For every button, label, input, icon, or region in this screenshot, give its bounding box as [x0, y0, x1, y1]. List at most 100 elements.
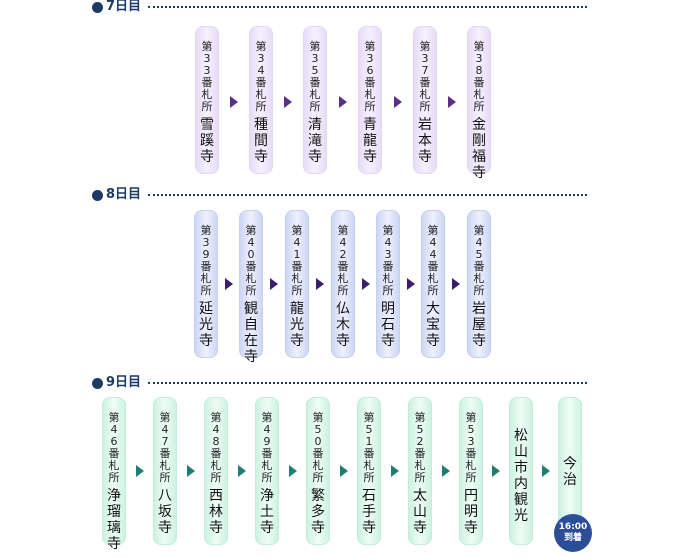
day-label: 8日目 [106, 187, 142, 202]
stop-name: 金剛福寺 [472, 117, 486, 181]
stop-name: 種間寺 [254, 117, 268, 165]
stop-number: 第35番札所 [309, 40, 321, 113]
stop-number: 第34番札所 [255, 40, 267, 113]
dotted-divider [148, 382, 587, 384]
arrow-right-icon [230, 96, 238, 108]
temple-stop: 第50番札所繁多寺 [306, 397, 330, 545]
stop-name: 龍光寺 [290, 301, 304, 349]
stop-number: 第47番札所 [159, 411, 171, 484]
arrival-label: 到着 [563, 533, 582, 543]
stop-number: 第41番札所 [291, 224, 303, 297]
temple-stop: 第33番札所雪蹊寺 [195, 26, 219, 174]
stop-number: 第44番札所 [427, 224, 439, 297]
bullet-icon [92, 2, 103, 13]
arrow-right-icon [492, 465, 500, 477]
bullet-icon [92, 190, 103, 201]
temple-stop: 第47番札所八坂寺 [153, 397, 177, 545]
arrow-right-icon [407, 278, 415, 290]
day-label: 9日目 [106, 375, 142, 390]
dotted-divider [148, 194, 587, 196]
stop-number: 第38番札所 [473, 40, 485, 113]
stop-number: 第50番札所 [312, 411, 324, 484]
stop-name: 明石寺 [381, 301, 395, 349]
temple-stop: 第36番札所青龍寺 [358, 26, 382, 174]
day-header: 7日目 [92, 0, 587, 14]
stop-name: 浄瑠璃寺 [107, 488, 121, 552]
temple-stop: 第43番札所明石寺 [376, 210, 400, 358]
stop-name: 西林寺 [209, 488, 223, 536]
temple-stop: 第34番札所種間寺 [249, 26, 273, 174]
stop-name: 石手寺 [362, 488, 376, 536]
stop-name: 浄土寺 [260, 488, 274, 536]
stop-number: 第53番札所 [465, 411, 477, 484]
temple-stop: 第51番札所石手寺 [357, 397, 381, 545]
temple-stop: 第38番札所金剛福寺 [467, 26, 491, 181]
stop-number: 第52番札所 [414, 411, 426, 484]
arrow-right-icon [442, 465, 450, 477]
stop-name: 松山市内観光 [514, 428, 528, 524]
dotted-divider [148, 6, 587, 8]
temple-stop: 第42番札所仏木寺 [331, 210, 355, 358]
stop-name: 大宝寺 [426, 301, 440, 349]
arrow-right-icon [270, 278, 278, 290]
stop-name: 清滝寺 [308, 117, 322, 165]
arrow-right-icon [289, 465, 297, 477]
temple-stop: 第41番札所龍光寺 [285, 210, 309, 358]
arrow-right-icon [340, 465, 348, 477]
arrow-right-icon [316, 278, 324, 290]
arrow-right-icon [187, 465, 195, 477]
temple-stop: 第46番札所浄瑠璃寺 [102, 397, 126, 552]
arrow-right-icon [225, 278, 233, 290]
temple-stop: 第35番札所清滝寺 [303, 26, 327, 174]
stop-number: 第40番札所 [245, 224, 257, 297]
stop-name: 観自在寺 [244, 301, 258, 365]
arrival-time: 16:00 [558, 522, 588, 532]
arrow-right-icon [391, 465, 399, 477]
stop-name: 太山寺 [413, 488, 427, 536]
temple-stop: 松山市内観光 [509, 397, 533, 545]
temple-stop: 第37番札所岩本寺 [413, 26, 437, 174]
stop-number: 第45番札所 [473, 224, 485, 297]
stop-number: 第42番札所 [337, 224, 349, 297]
temple-stop: 第40番札所観自在寺 [239, 210, 263, 365]
bullet-icon [92, 378, 103, 389]
arrow-right-icon [136, 465, 144, 477]
temple-stop: 第44番札所大宝寺 [421, 210, 445, 358]
stop-name: 青龍寺 [363, 117, 377, 165]
temple-stop: 第53番札所円明寺 [459, 397, 483, 545]
stop-name: 岩本寺 [418, 117, 432, 165]
stop-name: 岩屋寺 [472, 301, 486, 349]
stop-name: 雪蹊寺 [200, 117, 214, 165]
stop-name: 繁多寺 [311, 488, 325, 536]
stop-name: 円明寺 [464, 488, 478, 536]
day-label: 7日目 [106, 0, 142, 14]
temple-stop: 第52番札所太山寺 [408, 397, 432, 545]
arrow-right-icon [339, 96, 347, 108]
arrow-right-icon [452, 278, 460, 290]
arrow-right-icon [362, 278, 370, 290]
stop-number: 第48番札所 [210, 411, 222, 484]
arrow-right-icon [448, 96, 456, 108]
stop-number: 第36番札所 [364, 40, 376, 113]
stop-number: 第33番札所 [201, 40, 213, 113]
stop-name: 八坂寺 [158, 488, 172, 536]
stop-name: 仏木寺 [336, 301, 350, 349]
stop-number: 第43番札所 [382, 224, 394, 297]
stop-number: 第49番札所 [261, 411, 273, 484]
day-header: 9日目 [92, 375, 587, 390]
arrow-right-icon [394, 96, 402, 108]
temple-stop: 第48番札所西林寺 [204, 397, 228, 545]
stop-name: 今治 [563, 456, 577, 488]
day-header: 8日目 [92, 187, 587, 202]
stop-number: 第37番札所 [419, 40, 431, 113]
arrow-right-icon [542, 465, 550, 477]
stop-number: 第51番札所 [363, 411, 375, 484]
temple-stop: 第45番札所岩屋寺 [467, 210, 491, 358]
temple-stop: 第39番札所延光寺 [194, 210, 218, 358]
stop-number: 第46番札所 [108, 411, 120, 484]
stop-name: 延光寺 [199, 301, 213, 349]
temple-stop: 第49番札所浄土寺 [255, 397, 279, 545]
arrow-right-icon [284, 96, 292, 108]
